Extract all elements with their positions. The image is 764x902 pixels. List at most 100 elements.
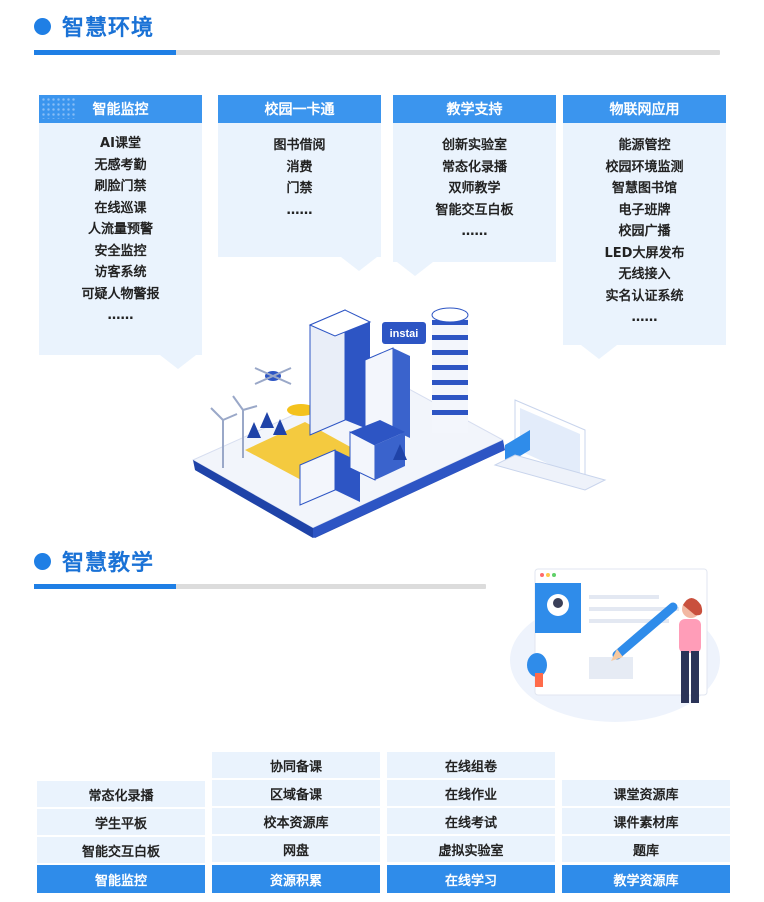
window-dot-icon <box>552 573 556 577</box>
cylinder-stripe <box>432 380 468 385</box>
table-cell: 题库 <box>562 836 730 862</box>
list-item: 电子班牌 <box>618 202 671 218</box>
section-title: 智慧教学 <box>62 551 155 576</box>
table-cell: 协同备课 <box>212 752 380 778</box>
person-body <box>679 619 701 653</box>
list-item: 消费 <box>286 159 313 175</box>
table-cell: 课堂资源库 <box>562 780 730 806</box>
list-item: 校园环境监测 <box>605 159 684 175</box>
list-item: 无感考勤 <box>94 157 147 173</box>
window-dot-icon <box>540 573 544 577</box>
card-body: 创新实验室 常态化录播 双师教学 智能交互白板 …… <box>393 123 556 276</box>
table-cell: 学生平板 <box>37 809 205 835</box>
section-divider <box>34 50 720 55</box>
tree-icon <box>247 422 261 438</box>
person-hair <box>683 598 703 616</box>
card-iot-applications: 物联网应用 能源管控 校园环境监测 智慧图书馆 电子班牌 校园广播 LED大屏发… <box>563 95 726 359</box>
cylinder-top <box>431 307 469 323</box>
tree-icon <box>260 412 274 428</box>
card-body: AI课堂 无感考勤 刷脸门禁 在线巡课 人流量预警 安全监控 访客系统 可疑人物… <box>39 123 202 369</box>
list-item: 无线接入 <box>618 267 671 282</box>
table-cell: 常态化录播 <box>37 781 205 807</box>
column-header-teaching-resources: 教学资源库 <box>562 865 730 893</box>
list-item: 能源管控 <box>618 138 671 153</box>
wind-turbine-blade <box>222 413 238 421</box>
table-cell: 在线考试 <box>387 808 555 834</box>
list-item: 实名认证系统 <box>605 288 684 304</box>
table-cell: 在线组卷 <box>387 752 555 778</box>
plant-pot <box>535 673 543 687</box>
teaching-illustration <box>510 568 720 722</box>
wind-turbine-blade <box>242 405 258 411</box>
list-item: …… <box>286 202 313 218</box>
list-item: 门禁 <box>286 181 313 196</box>
column-header-resources: 资源积累 <box>212 865 380 893</box>
tree-icon <box>393 444 407 460</box>
card-title: 物联网应用 <box>563 95 726 123</box>
platform-edge-right <box>313 440 505 538</box>
cylinder-stripe <box>432 410 468 415</box>
table-cell: 网盘 <box>212 836 380 862</box>
list-item: 智慧图书馆 <box>611 181 677 196</box>
pencil-tip <box>611 649 623 661</box>
card-title: 校园一卡通 <box>218 95 381 123</box>
section-divider <box>34 584 486 589</box>
list-item: 双师教学 <box>448 181 501 196</box>
list-item: 校园广播 <box>618 224 671 239</box>
list-item: 创新实验室 <box>441 138 507 153</box>
bullet-dot-icon <box>34 552 51 570</box>
speech-tail <box>397 262 433 276</box>
column-header-monitoring: 智能监控 <box>37 865 205 893</box>
list-item: 安全监控 <box>94 243 147 259</box>
bullet-dot-icon <box>34 17 51 35</box>
table-cell: 校本资源库 <box>212 808 380 834</box>
list-item: 刷脸门禁 <box>94 179 147 194</box>
list-item: LED大屏发布 <box>604 245 685 261</box>
person-leg <box>681 651 689 703</box>
building-middle-side <box>393 348 410 438</box>
list-item: …… <box>631 310 658 325</box>
laptop-base <box>493 454 607 491</box>
building-block-side <box>375 432 405 480</box>
table-cell: 智能交互白板 <box>37 837 205 863</box>
floating-panel <box>505 430 530 465</box>
cylinder-stripe <box>432 395 468 400</box>
text-line <box>589 619 669 623</box>
list-item: …… <box>461 224 488 239</box>
instai-sign-text: instai <box>390 328 419 340</box>
list-item: AI课堂 <box>100 136 141 151</box>
list-item: 访客系统 <box>94 265 147 280</box>
section-title: 智慧环境 <box>62 16 155 41</box>
plant-leaf <box>527 653 547 677</box>
smart-campus-illustration: instai <box>191 307 607 538</box>
cylinder-stripe <box>432 335 468 340</box>
pencil-icon <box>612 602 678 660</box>
card-teaching-support: 教学支持 创新实验室 常态化录播 双师教学 智能交互白板 …… <box>393 95 556 276</box>
card-body: 能源管控 校园环境监测 智慧图书馆 电子班牌 校园广播 LED大屏发布 无线接入… <box>563 123 726 359</box>
list-item: …… <box>107 308 134 323</box>
content-block <box>589 657 633 679</box>
card-title: 教学支持 <box>393 95 556 123</box>
platform-edge-left <box>193 460 313 538</box>
column-header-online-learning: 在线学习 <box>387 865 555 893</box>
laptop-screen-inner <box>520 408 580 478</box>
table-cell: 区域备课 <box>212 780 380 806</box>
text-line <box>589 595 659 599</box>
table-cell: 虚拟实验室 <box>387 836 555 862</box>
window-dot-icon <box>546 573 550 577</box>
section-divider-accent <box>34 584 176 589</box>
instai-sign <box>382 322 426 344</box>
table-cell: 课件素材库 <box>562 808 730 834</box>
list-item: 人流量预警 <box>87 222 153 237</box>
list-item: 可疑人物警报 <box>81 286 160 302</box>
card-body: 图书借阅 消费 门禁 …… <box>218 123 381 271</box>
wind-turbine-blade <box>232 395 244 411</box>
yellow-circle-pad <box>287 404 315 416</box>
card-campus-card: 校园一卡通 图书借阅 消费 门禁 …… <box>218 95 381 271</box>
list-item: 在线巡课 <box>94 200 147 216</box>
speech-tail <box>341 257 377 271</box>
avatar-head <box>553 598 563 608</box>
section-divider-accent <box>34 50 176 55</box>
wind-turbine-blade <box>210 407 224 421</box>
section-header-smart-teaching: 智慧教学 <box>34 545 154 577</box>
